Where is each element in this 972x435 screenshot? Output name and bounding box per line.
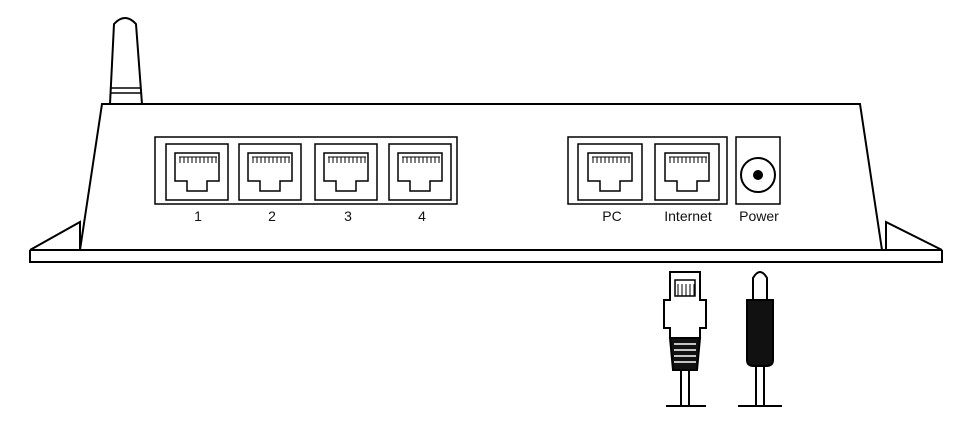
router-body bbox=[78, 103, 884, 251]
port-label-2: 2 bbox=[268, 208, 276, 224]
port-label-power: Power bbox=[739, 208, 779, 224]
ethernet-plug-icon bbox=[663, 271, 707, 407]
port-label-3: 3 bbox=[344, 208, 352, 224]
power-plug-icon bbox=[738, 271, 782, 407]
port-label-internet: Internet bbox=[664, 208, 712, 224]
port-label-1: 1 bbox=[194, 208, 202, 224]
router-base-plate bbox=[29, 220, 943, 263]
power-jack-icon bbox=[735, 136, 781, 205]
lan-port-block bbox=[154, 136, 458, 205]
port-label-pc: PC bbox=[602, 208, 622, 224]
antenna-icon bbox=[108, 17, 144, 105]
port-label-4: 4 bbox=[418, 208, 426, 224]
wan-port-block bbox=[567, 136, 728, 205]
